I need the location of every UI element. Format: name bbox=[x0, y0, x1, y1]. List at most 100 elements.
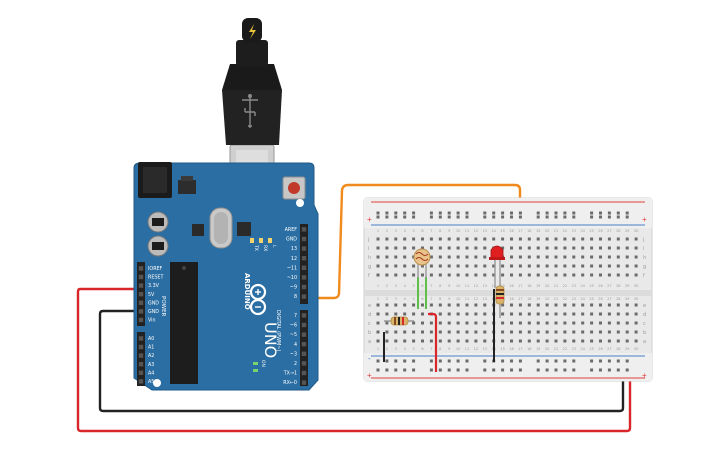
header-pin[interactable] bbox=[138, 317, 144, 323]
wire-5v-red[interactable] bbox=[76, 287, 632, 433]
breadboard-hole[interactable] bbox=[616, 237, 620, 241]
header-pin[interactable] bbox=[301, 322, 307, 328]
breadboard-hole[interactable] bbox=[616, 321, 620, 325]
header-pin[interactable] bbox=[138, 300, 144, 305]
breadboard-hole[interactable] bbox=[403, 303, 407, 307]
breadboard-hole[interactable] bbox=[634, 237, 638, 241]
breadboard-hole[interactable] bbox=[616, 339, 620, 343]
breadboard-hole[interactable] bbox=[616, 303, 620, 307]
breadboard-hole[interactable] bbox=[518, 359, 522, 363]
breadboard-hole[interactable] bbox=[412, 237, 416, 241]
breadboard-hole[interactable] bbox=[607, 211, 611, 215]
breadboard-hole[interactable] bbox=[510, 368, 513, 372]
breadboard-hole[interactable] bbox=[563, 330, 567, 334]
breadboard-hole[interactable] bbox=[385, 359, 389, 363]
breadboard-hole[interactable] bbox=[376, 246, 380, 250]
header-pin[interactable] bbox=[301, 284, 307, 290]
breadboard-hole[interactable] bbox=[465, 237, 469, 241]
breadboard-hole[interactable] bbox=[607, 303, 611, 307]
header-pin[interactable] bbox=[301, 313, 307, 318]
breadboard-hole[interactable] bbox=[590, 303, 594, 307]
breadboard-hole[interactable] bbox=[385, 330, 389, 334]
breadboard-hole[interactable] bbox=[429, 359, 433, 363]
wire-red-jumper[interactable] bbox=[428, 312, 438, 372]
breadboard-hole[interactable] bbox=[403, 255, 407, 259]
breadboard-hole[interactable] bbox=[599, 237, 602, 241]
breadboard-hole[interactable] bbox=[590, 312, 594, 316]
breadboard-hole[interactable] bbox=[625, 255, 629, 259]
breadboard-hole[interactable] bbox=[536, 215, 540, 219]
header-pin[interactable] bbox=[138, 336, 144, 341]
breadboard-hole[interactable] bbox=[616, 211, 620, 215]
breadboard-hole[interactable] bbox=[438, 312, 442, 316]
breadboard-hole[interactable] bbox=[590, 321, 594, 325]
breadboard-hole[interactable] bbox=[590, 264, 594, 268]
breadboard-hole[interactable] bbox=[394, 215, 398, 219]
breadboard-hole[interactable] bbox=[456, 273, 460, 277]
breadboard-hole[interactable] bbox=[376, 303, 380, 307]
breadboard-hole[interactable] bbox=[376, 255, 380, 259]
breadboard-hole[interactable] bbox=[501, 303, 505, 307]
breadboard-hole[interactable] bbox=[376, 237, 380, 241]
breadboard-hole[interactable] bbox=[403, 211, 407, 215]
breadboard-hole[interactable] bbox=[590, 273, 594, 277]
breadboard-hole[interactable] bbox=[438, 255, 442, 259]
breadboard-hole[interactable] bbox=[590, 255, 594, 259]
breadboard-hole[interactable] bbox=[412, 246, 416, 250]
breadboard-hole[interactable] bbox=[429, 339, 433, 343]
breadboard-hole[interactable] bbox=[412, 321, 416, 325]
breadboard-hole[interactable] bbox=[483, 339, 487, 343]
breadboard-hole[interactable] bbox=[572, 237, 576, 241]
breadboard-hole[interactable] bbox=[536, 255, 540, 259]
header-pin[interactable] bbox=[301, 370, 307, 376]
breadboard-hole[interactable] bbox=[456, 255, 460, 259]
breadboard-hole[interactable] bbox=[394, 330, 398, 334]
breadboard-hole[interactable] bbox=[456, 303, 460, 307]
breadboard-hole[interactable] bbox=[634, 321, 638, 325]
breadboard-hole[interactable] bbox=[385, 303, 389, 307]
breadboard-hole[interactable] bbox=[581, 312, 585, 316]
resistor-ldr[interactable] bbox=[384, 316, 414, 326]
breadboard-hole[interactable] bbox=[572, 255, 576, 259]
breadboard-hole[interactable] bbox=[590, 359, 594, 363]
breadboard-hole[interactable] bbox=[536, 303, 540, 307]
breadboard-hole[interactable] bbox=[438, 303, 442, 307]
header-pin[interactable] bbox=[301, 361, 307, 366]
breadboard-hole[interactable] bbox=[545, 273, 549, 277]
breadboard-hole[interactable] bbox=[545, 264, 549, 268]
header-pin[interactable] bbox=[301, 342, 307, 347]
wire-gnd-black[interactable] bbox=[98, 309, 625, 413]
arduino-uno-board[interactable]: IOREFRESET3.3V5VGNDGNDVinA0A1A2A3A4A5ARE… bbox=[133, 162, 319, 391]
breadboard-hole[interactable] bbox=[385, 215, 389, 219]
breadboard-hole[interactable] bbox=[394, 339, 398, 343]
breadboard-hole[interactable] bbox=[465, 246, 469, 250]
breadboard-hole[interactable] bbox=[421, 264, 424, 268]
breadboard-hole[interactable] bbox=[527, 303, 531, 307]
breadboard-hole[interactable] bbox=[536, 237, 540, 241]
header-pin[interactable] bbox=[138, 353, 144, 358]
breadboard-hole[interactable] bbox=[385, 246, 389, 250]
breadboard-hole[interactable] bbox=[536, 321, 540, 325]
breadboard-hole[interactable] bbox=[634, 264, 638, 268]
breadboard-hole[interactable] bbox=[554, 215, 558, 219]
breadboard-hole[interactable] bbox=[634, 312, 638, 316]
breadboard-hole[interactable] bbox=[563, 303, 567, 307]
breadboard-hole[interactable] bbox=[474, 303, 478, 307]
breadboard-hole[interactable] bbox=[572, 211, 576, 215]
breadboard-hole[interactable] bbox=[616, 273, 620, 277]
header-pin[interactable] bbox=[301, 236, 307, 242]
breadboard-hole[interactable] bbox=[456, 368, 460, 372]
breadboard-hole[interactable] bbox=[465, 321, 469, 325]
breadboard-hole[interactable] bbox=[429, 237, 433, 241]
breadboard-hole[interactable] bbox=[607, 273, 611, 277]
breadboard-hole[interactable] bbox=[456, 211, 460, 215]
breadboard-hole[interactable] bbox=[545, 255, 549, 259]
breadboard-hole[interactable] bbox=[545, 339, 549, 343]
breadboard-hole[interactable] bbox=[607, 246, 611, 250]
breadboard-hole[interactable] bbox=[625, 264, 629, 268]
header-pin[interactable] bbox=[138, 309, 144, 314]
breadboard-hole[interactable] bbox=[501, 246, 505, 250]
breadboard-hole[interactable] bbox=[510, 246, 513, 250]
breadboard-hole[interactable] bbox=[545, 359, 549, 363]
breadboard-hole[interactable] bbox=[412, 330, 416, 334]
